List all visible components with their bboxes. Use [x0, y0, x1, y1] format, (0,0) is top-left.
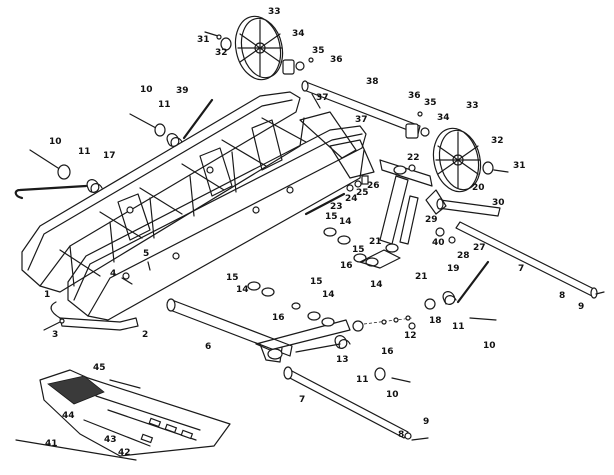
fasteners-left: [43, 261, 151, 331]
part-callout-c16c: 16: [381, 347, 394, 357]
cross-shaft-upper: [436, 198, 501, 217]
spacer-upper: [282, 57, 314, 75]
wheel-bolt-upper: [204, 31, 232, 51]
part-callout-c29: 29: [425, 215, 438, 225]
part-callout-c45: 45: [93, 363, 106, 373]
part-callout-c44: 44: [62, 411, 75, 421]
part-callout-c9b: 9: [423, 417, 429, 427]
part-callout-c33a: 33: [268, 7, 281, 17]
part-callout-c11c: 11: [78, 147, 91, 157]
part-callout-c34b: 34: [437, 113, 450, 123]
part-callout-c31a: 31: [197, 35, 210, 45]
part-callout-c35a: 35: [312, 46, 325, 56]
pins-bolts: [304, 164, 416, 216]
part-callout-c27: 27: [473, 243, 486, 253]
slide-rail-frame: [21, 91, 375, 321]
linkage-chain: [352, 315, 416, 332]
part-callout-c40: 40: [432, 238, 445, 248]
rear-axle-long: [455, 221, 605, 299]
idler-wheel-lower: [432, 127, 482, 193]
part-callout-c31b: 31: [513, 161, 526, 171]
part-callout-c32a: 32: [215, 48, 228, 58]
part-callout-c10a: 10: [483, 341, 496, 351]
part-callout-c15b: 15: [352, 245, 365, 255]
torsion-spring-left: [14, 149, 103, 200]
part-callout-c28: 28: [457, 251, 470, 261]
part-callout-c9a: 9: [578, 302, 584, 312]
torsion-spring-right: [424, 260, 497, 321]
part-callout-c41: 41: [45, 439, 58, 449]
part-callout-c3: 3: [52, 330, 58, 340]
part-callout-c11b: 11: [158, 100, 171, 110]
part-callout-c32b: 32: [491, 136, 504, 146]
part-callout-c35b: 35: [424, 98, 437, 108]
part-callout-c37a: 37: [316, 93, 329, 103]
part-callout-c5: 5: [143, 249, 149, 259]
part-callout-c25: 25: [356, 188, 369, 198]
part-callout-c43: 43: [104, 435, 117, 445]
part-callout-c6: 6: [205, 342, 211, 352]
wheel-bolt-lower: [482, 161, 509, 175]
inset-skid-plate: [15, 369, 231, 461]
part-callout-c1: 1: [44, 290, 50, 300]
part-callout-c20: 20: [472, 183, 485, 193]
front-bushings: [247, 281, 335, 327]
part-callout-c21b: 21: [415, 272, 428, 282]
torsion-spring-upper-left: [129, 98, 214, 147]
part-callout-c14c: 14: [236, 285, 249, 295]
part-callout-c22: 22: [407, 153, 420, 163]
callout-labels: 3331323435363738363534333732312220262524…: [44, 7, 584, 458]
middle-bushings: [323, 227, 401, 269]
part-callout-c10d: 10: [386, 390, 399, 400]
part-callout-c15c: 15: [226, 273, 239, 283]
part-callout-c21a: 21: [369, 237, 382, 247]
wear-strip: [50, 301, 139, 331]
front-arm: [166, 298, 351, 363]
part-callout-c36a: 36: [330, 55, 343, 65]
part-callout-c8a: 8: [559, 291, 565, 301]
part-callout-c38: 38: [366, 77, 379, 87]
bolt-washer-lower: [374, 367, 411, 383]
part-callout-c2: 2: [142, 330, 148, 340]
part-callout-c33b: 33: [466, 101, 479, 111]
part-callout-c8b: 8: [398, 430, 404, 440]
part-callout-c37b: 37: [355, 115, 368, 125]
part-callout-c15a: 15: [325, 212, 338, 222]
part-callout-c26: 26: [367, 181, 380, 191]
part-callout-c42: 42: [118, 448, 131, 458]
part-callout-c16b: 16: [272, 313, 285, 323]
part-callout-c4: 4: [110, 269, 116, 279]
part-callout-c34a: 34: [292, 29, 305, 39]
front-axle-long: [283, 366, 429, 441]
part-callout-c10b: 10: [140, 85, 153, 95]
part-callout-c10c: 10: [49, 137, 62, 147]
part-callout-c14d: 14: [322, 290, 335, 300]
part-callout-c11a: 11: [452, 322, 465, 332]
torsion-spring-front: [295, 335, 351, 353]
part-callout-c7a: 7: [518, 264, 524, 274]
part-callout-c16a: 16: [340, 261, 353, 271]
part-callout-c30: 30: [492, 198, 505, 208]
part-callout-c23: 23: [330, 202, 343, 212]
part-callout-c14b: 14: [370, 280, 383, 290]
part-callout-c19: 19: [447, 264, 460, 274]
part-callout-c18: 18: [429, 316, 442, 326]
shock-absorber: [379, 159, 456, 253]
rear-axle-upper: [301, 80, 421, 135]
part-callout-c24: 24: [345, 194, 358, 204]
part-callout-c14a: 14: [339, 217, 352, 227]
part-callout-c17: 17: [103, 151, 116, 161]
part-callout-c12: 12: [404, 331, 417, 341]
part-callout-c15d: 15: [310, 277, 323, 287]
spacer-lower: [405, 111, 430, 139]
part-callout-c13: 13: [336, 355, 349, 365]
part-callout-c11d: 11: [356, 375, 369, 385]
idler-wheel-upper: [234, 15, 284, 81]
part-callout-c39: 39: [176, 86, 189, 96]
part-callout-c7b: 7: [299, 395, 305, 405]
part-callout-c36b: 36: [408, 91, 421, 101]
